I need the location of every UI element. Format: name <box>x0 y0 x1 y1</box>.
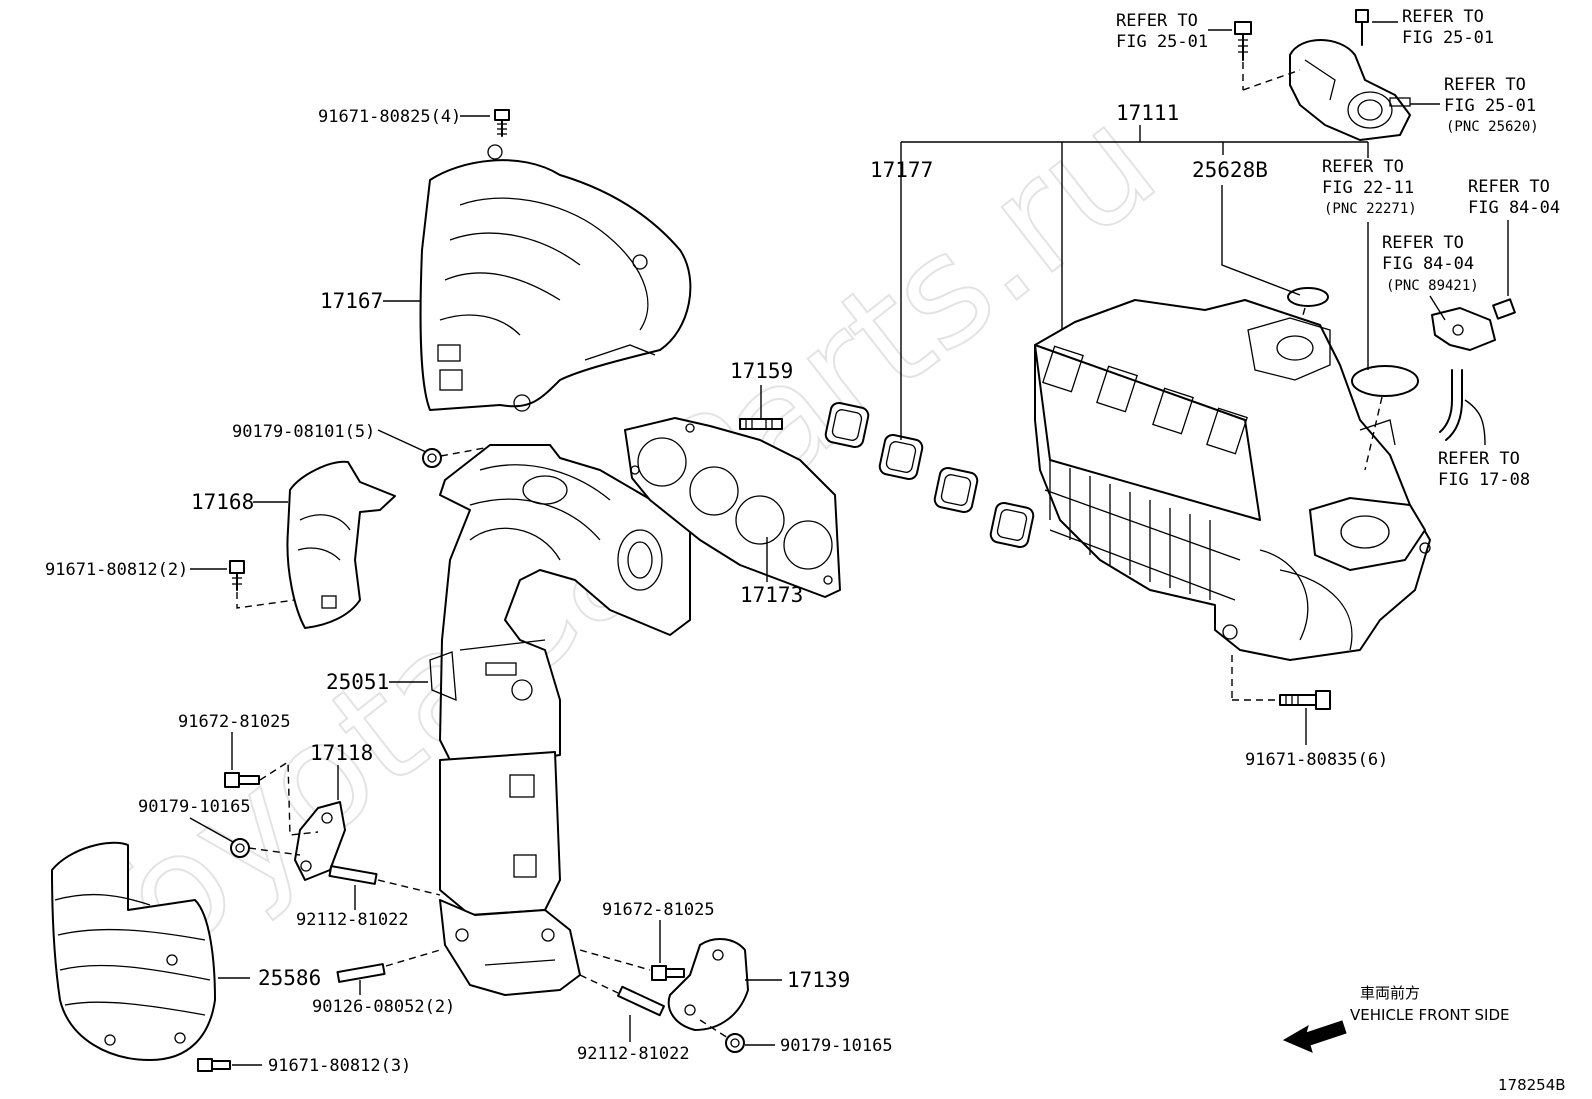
label-17111: 17111 <box>1116 101 1179 125</box>
bolt-91671-80825 <box>494 109 510 137</box>
label-17167: 17167 <box>320 289 383 313</box>
label-91671-80812-2: 91671-80812(2) <box>45 560 188 580</box>
svg-text:REFER TO: REFER TO <box>1116 11 1198 31</box>
label-17139: 17139 <box>787 968 850 992</box>
intake-gaskets-17177 <box>824 401 1035 549</box>
nut-90179-10165-a <box>230 838 250 858</box>
label-90179-08101: 90179-08101(5) <box>232 422 375 442</box>
stud-92112-81022-a <box>328 865 378 885</box>
svg-text:FIG 17-08: FIG 17-08 <box>1438 470 1530 490</box>
o-ring-22271 <box>1351 365 1419 397</box>
label-90126-08052: 90126-08052(2) <box>312 997 455 1017</box>
bolt-91672-81025-b <box>651 965 685 981</box>
svg-text:FIG 25-01: FIG 25-01 <box>1402 28 1494 48</box>
label-17173: 17173 <box>740 583 803 607</box>
heat-insulator-17168 <box>286 460 396 629</box>
refer-22-11: REFER TO FIG 22-11 (PNC 22271) <box>1322 157 1417 217</box>
bolt-91671-80812-2 <box>229 560 245 591</box>
label-92112-81022-b: 92112-81022 <box>577 1044 690 1064</box>
stud-90126-08052 <box>336 963 386 983</box>
svg-text:(PNC 89421): (PNC 89421) <box>1386 278 1479 294</box>
direction-label-en: VEHICLE FRONT SIDE <box>1350 1006 1510 1024</box>
bolt-throttle-left <box>1234 21 1252 61</box>
svg-text:FIG 84-04: FIG 84-04 <box>1382 254 1474 274</box>
heat-shield-17167 <box>419 144 692 412</box>
bolt-throttle-top <box>1355 9 1369 46</box>
arrow-left-icon <box>1282 1020 1347 1053</box>
bolt-91671-80812-3 <box>197 1058 231 1072</box>
label-17168: 17168 <box>191 490 254 514</box>
refer-25-01-b: REFER TO FIG 25-01 <box>1402 7 1494 48</box>
svg-text:FIG 25-01: FIG 25-01 <box>1444 96 1536 116</box>
nut-90179-08101 <box>422 448 442 468</box>
bracket-17139 <box>667 938 749 1031</box>
label-90179-10165-a: 90179-10165 <box>138 797 251 817</box>
refer-84-04-b: REFER TO FIG 84-04 (PNC 89421) <box>1382 233 1479 294</box>
label-91671-80825: 91671-80825(4) <box>318 107 461 127</box>
stud-92112-81022-b <box>617 985 665 1017</box>
svg-text:REFER TO: REFER TO <box>1402 7 1484 27</box>
throttle-body <box>1289 39 1411 141</box>
label-25051: 25051 <box>326 670 389 694</box>
svg-text:FIG 22-11: FIG 22-11 <box>1322 178 1414 198</box>
direction-label-jp: 車両前方 <box>1360 984 1420 1002</box>
svg-text:REFER TO: REFER TO <box>1444 75 1526 95</box>
svg-text:REFER TO: REFER TO <box>1468 177 1550 197</box>
intake-manifold-17111 <box>1034 299 1431 661</box>
label-91672-81025-b: 91672-81025 <box>602 900 715 920</box>
refer-25-01-a: REFER TO FIG 25-01 <box>1116 11 1208 52</box>
bolt-91671-80835 <box>1279 690 1331 710</box>
svg-text:FIG 25-01: FIG 25-01 <box>1116 32 1208 52</box>
label-25586: 25586 <box>258 966 321 990</box>
label-17159: 17159 <box>730 359 793 383</box>
gasket-ring-25628b <box>1287 287 1329 307</box>
figure-code: 178254B <box>1498 1076 1566 1094</box>
svg-text:(PNC 22271): (PNC 22271) <box>1324 201 1417 217</box>
stud-17159 <box>739 418 783 430</box>
svg-text:REFER TO: REFER TO <box>1438 449 1520 469</box>
leader-17111 <box>900 125 1369 440</box>
label-25628b: 25628B <box>1192 158 1268 182</box>
label-90179-10165-b: 90179-10165 <box>780 1036 893 1056</box>
nut-90179-10165-b <box>725 1033 745 1053</box>
refer-17-08: REFER TO FIG 17-08 <box>1438 449 1530 490</box>
vehicle-front-indicator: 車両前方 VEHICLE FRONT SIDE <box>1282 984 1510 1053</box>
svg-text:REFER TO: REFER TO <box>1382 233 1464 253</box>
svg-text:(PNC 25620): (PNC 25620) <box>1446 119 1539 135</box>
label-91671-80835: 91671-80835(6) <box>1245 750 1388 770</box>
svg-text:REFER TO: REFER TO <box>1322 157 1404 177</box>
hose <box>1439 369 1453 433</box>
heat-insulator-25586 <box>51 841 216 1061</box>
bracket-17118 <box>294 801 346 881</box>
label-91672-81025-a: 91672-81025 <box>178 712 291 732</box>
exhaust-manifold-25051 <box>429 444 691 996</box>
sensor-89421 <box>1431 298 1516 351</box>
label-92112-81022-a: 92112-81022 <box>296 910 409 930</box>
svg-text:FIG 84-04: FIG 84-04 <box>1468 198 1560 218</box>
refer-84-04-a: REFER TO FIG 84-04 <box>1468 177 1560 218</box>
refer-25-01-c: REFER TO FIG 25-01 (PNC 25620) <box>1444 75 1539 135</box>
label-91671-80812-3: 91671-80812(3) <box>268 1056 411 1076</box>
bolt-91672-81025-a <box>224 772 260 788</box>
gasket-17173 <box>624 417 841 598</box>
label-17118: 17118 <box>310 741 373 765</box>
